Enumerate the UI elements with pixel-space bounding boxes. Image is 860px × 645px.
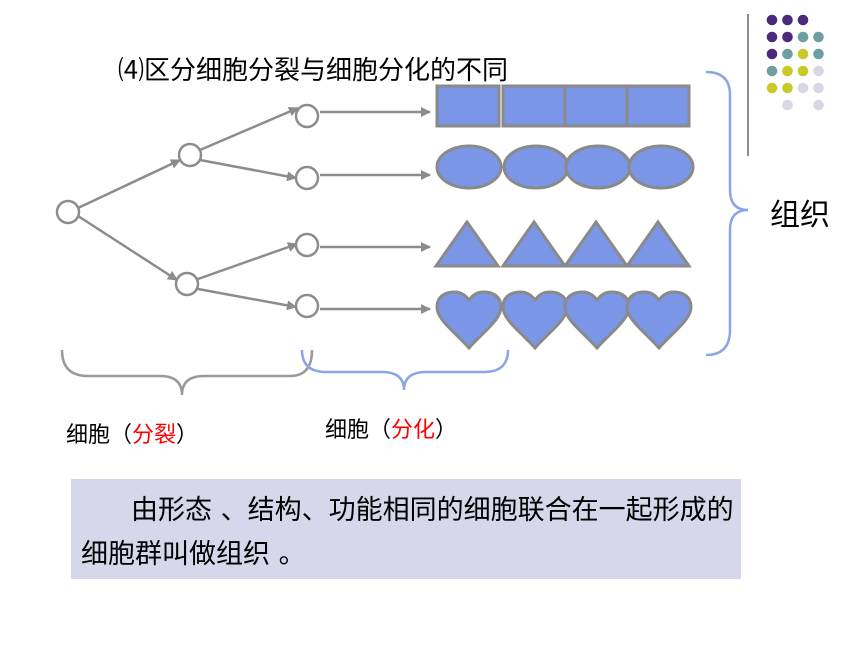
tissue-shapes xyxy=(433,84,695,351)
square-cell xyxy=(435,84,501,128)
division-label-suffix: ） xyxy=(176,423,199,448)
decorative-dot xyxy=(813,99,824,111)
division-label: 细胞（分裂） xyxy=(66,417,198,449)
decorative-dot xyxy=(782,14,793,26)
tissue-label: 组织 xyxy=(770,198,830,233)
heart-cell xyxy=(501,290,569,351)
decorative-dot xyxy=(813,82,824,94)
decorative-dot xyxy=(797,65,809,77)
ellipse-cell xyxy=(435,144,503,190)
square-cell xyxy=(563,84,629,128)
decorative-dot xyxy=(782,48,793,60)
cell-circle xyxy=(174,271,200,297)
division-arrows xyxy=(77,106,431,314)
division-label-prefix: 细胞（ xyxy=(66,423,133,448)
decorative-dot xyxy=(813,31,824,43)
decorative-dot xyxy=(766,31,778,43)
decorative-dot xyxy=(782,99,793,111)
decorative-dot xyxy=(782,65,793,77)
arrow xyxy=(77,214,178,282)
decorative-dot-grid xyxy=(766,14,824,111)
cells xyxy=(55,103,320,319)
triangle-cell xyxy=(433,219,501,268)
decorative-dot xyxy=(766,14,778,26)
decorative-dot xyxy=(766,82,778,94)
heart-cell xyxy=(625,290,693,351)
decorative-dot xyxy=(813,48,824,60)
ellipse-cell xyxy=(627,144,695,190)
decorative-dot xyxy=(797,31,809,43)
decorative-dot xyxy=(797,48,809,60)
arrow xyxy=(199,158,297,182)
division-brace xyxy=(60,349,314,396)
cell-circle xyxy=(177,142,203,168)
decorative-dot xyxy=(782,31,793,43)
ellipse-cell xyxy=(502,144,570,190)
square-cell xyxy=(501,84,567,128)
page-title: ⑷区分细胞分裂与细胞分化的不同 xyxy=(118,56,509,86)
tissue-brace xyxy=(705,70,749,357)
differentiation-label-prefix: 细胞（ xyxy=(325,418,392,443)
decorative-dot xyxy=(766,48,778,60)
triangle-cell xyxy=(562,219,630,268)
differentiation-brace xyxy=(300,349,510,391)
cell-circle xyxy=(294,293,320,319)
arrow xyxy=(77,158,181,210)
arrow xyxy=(199,106,299,152)
square-cell xyxy=(625,84,691,128)
arrow xyxy=(197,287,297,311)
definition-box: 由形态 、结构、功能相同的细胞联合在一起形成的细胞群叫做组织 。 xyxy=(71,479,741,579)
heart-cell xyxy=(563,290,631,351)
cell-circle xyxy=(55,199,81,225)
cell-circle xyxy=(294,103,320,129)
triangle-cell xyxy=(500,219,568,268)
decorative-dot xyxy=(797,14,809,26)
cell-circle xyxy=(294,232,320,258)
differentiation-keyword: 分化 xyxy=(391,418,436,443)
differentiation-label-suffix: ） xyxy=(435,418,458,443)
decorative-dot xyxy=(782,82,793,94)
decorative-dot xyxy=(813,65,824,77)
division-keyword: 分裂 xyxy=(132,423,177,448)
definition-text: 由形态 、结构、功能相同的细胞联合在一起形成的细胞群叫做组织 。 xyxy=(81,495,734,570)
cell-circle xyxy=(294,165,320,191)
differentiation-label: 细胞（分化） xyxy=(325,412,457,444)
ellipse-cell xyxy=(564,144,632,190)
arrow xyxy=(197,242,298,281)
heart-cell xyxy=(435,290,503,351)
triangle-cell xyxy=(624,219,692,268)
decorative-dot xyxy=(766,65,778,77)
decorative-dot xyxy=(797,82,809,94)
